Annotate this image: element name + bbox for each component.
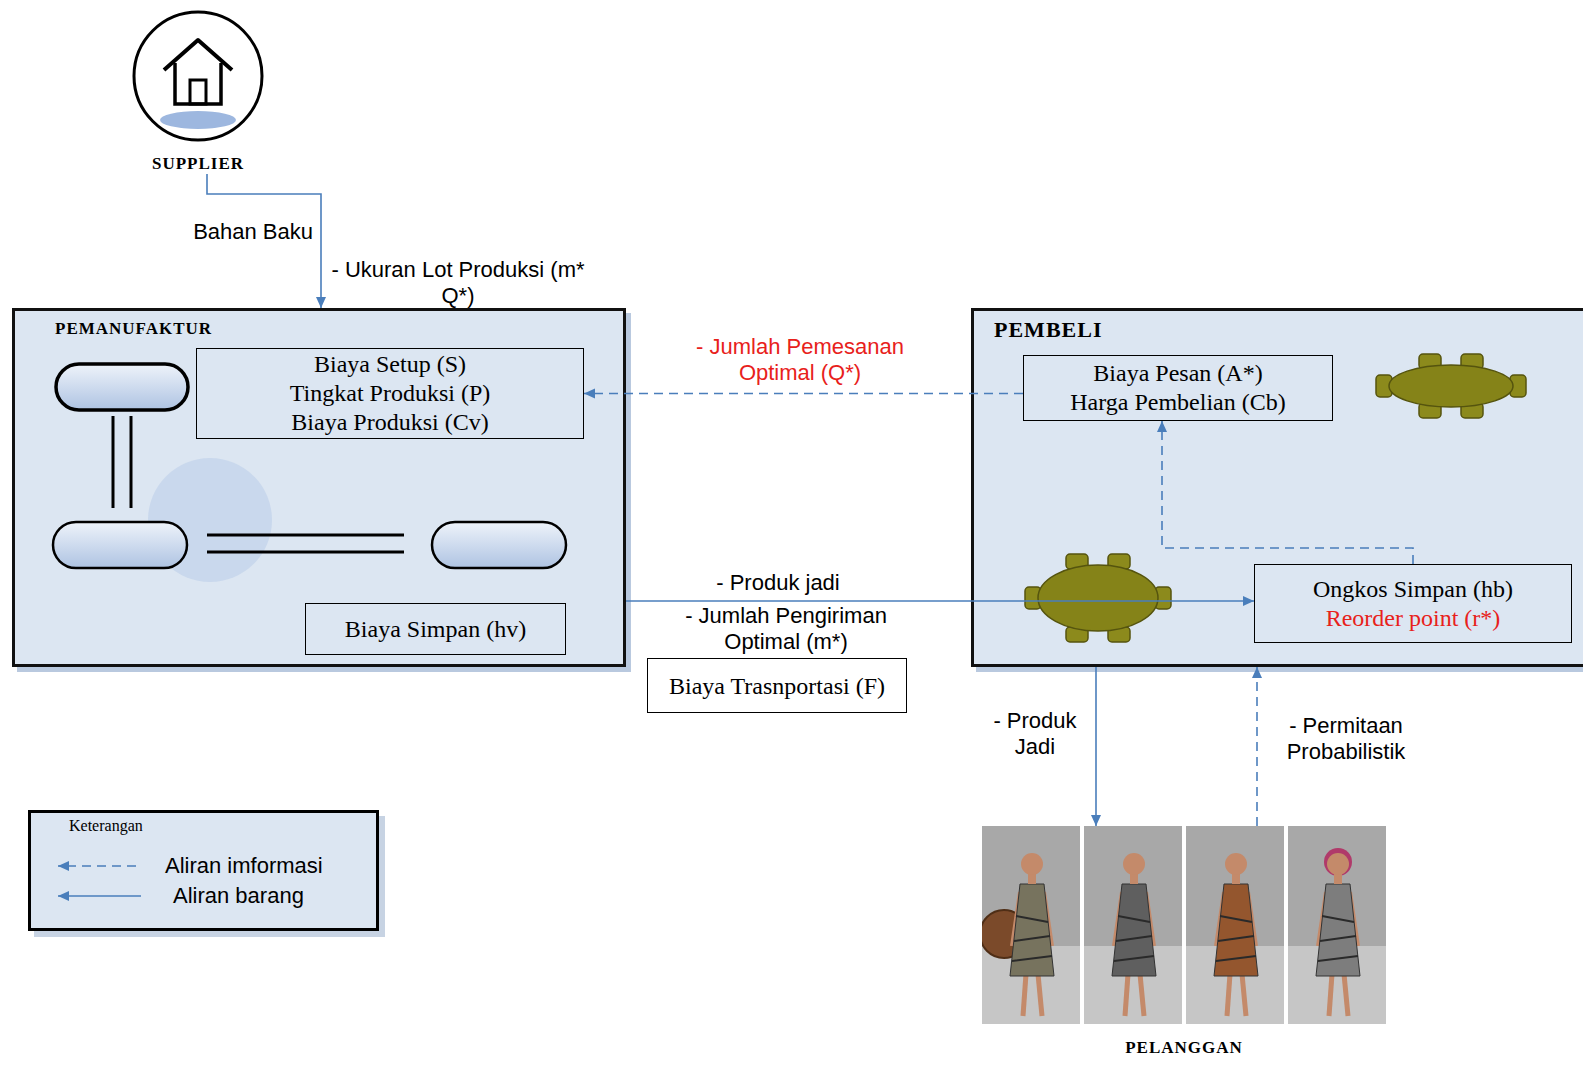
node-heading: SUPPLIER xyxy=(152,154,244,174)
buyer-box: PEMBELI Biaya Pesan (A*)Harga Pembelian (… xyxy=(971,308,1583,667)
node-heading: PEMANUFAKTUR xyxy=(55,319,623,339)
manufacturer-box: PEMANUFAKTUR Biaya Setup (S)Tingkat Produ… xyxy=(12,308,626,667)
table-icon xyxy=(1025,554,1171,642)
shadow xyxy=(160,111,236,129)
box-text: Reorder point (r*) xyxy=(1326,604,1501,633)
edge-label: - Produk jadi xyxy=(678,570,878,596)
goods-flow xyxy=(1095,667,1097,826)
house-wall xyxy=(175,63,221,104)
parameter-box: Biaya Simpan (hv) xyxy=(305,603,566,655)
process-pill xyxy=(56,364,188,410)
shipment-label: - Jumlah Pengiriman Optimal (m*) xyxy=(661,603,911,655)
lot-size-label: - Ukuran Lot Produksi (m* Q*) xyxy=(328,257,588,309)
legend-title: Keterangan xyxy=(69,817,143,835)
box-text: Harga Pembelian (Cb) xyxy=(1070,388,1286,417)
supplier-node: SUPPLIER xyxy=(128,8,268,174)
parameter-box: Biaya Setup (S)Tingkat Produksi (P)Biaya… xyxy=(196,348,584,439)
node-illustration xyxy=(982,826,1386,1062)
flow-line xyxy=(207,551,404,554)
legend-text: Aliran imformasi xyxy=(165,853,323,879)
legend-line xyxy=(58,865,141,867)
customer-photo xyxy=(982,826,1080,1024)
parameter-box: Biaya Pesan (A*)Harga Pembelian (Cb) xyxy=(1023,355,1333,421)
parameter-box: Ongkos Simpan (hb)Reorder point (r*) xyxy=(1254,564,1572,643)
legend-sample xyxy=(31,853,141,879)
information-flow xyxy=(1256,667,1258,826)
flow-line xyxy=(130,416,133,508)
legend-row: Aliran barang xyxy=(31,883,376,909)
customer-photo xyxy=(1288,826,1386,1024)
edge-label: - Jumlah Pemesanan Optimal (Q*) xyxy=(660,334,940,386)
legend-text: Aliran barang xyxy=(173,883,304,909)
customer-photo xyxy=(1186,826,1284,1024)
legend-sample xyxy=(31,883,141,909)
box-text: Biaya Pesan (A*) xyxy=(1093,359,1262,388)
house-door xyxy=(190,80,206,104)
legend-row: Aliran imformasi xyxy=(31,853,376,879)
edge-label: - Produk Jadi xyxy=(985,708,1085,760)
information-flow xyxy=(1162,421,1413,564)
customer-node: PELANGGAN xyxy=(982,826,1386,1062)
customer-photo xyxy=(1084,826,1182,1024)
node-heading: PELANGGAN xyxy=(1125,1038,1243,1058)
cost-box: Biaya Trasnportasi (F) xyxy=(647,658,907,713)
flow-line xyxy=(207,534,404,537)
box-text: Biaya Simpan (hv) xyxy=(345,615,526,644)
box-text: Biaya Setup (S) xyxy=(314,350,466,379)
edge-label: Bahan Baku xyxy=(150,219,313,245)
process-pill xyxy=(432,522,566,568)
supplier-circle xyxy=(134,12,262,140)
legend-box: KeteranganAliran imformasiAliran barang xyxy=(28,810,379,931)
edge-label: - Permitaan Probabilistik xyxy=(1270,713,1422,765)
box-text: Ongkos Simpan (hb) xyxy=(1313,575,1513,604)
box-text: Biaya Trasnportasi (F) xyxy=(669,673,885,699)
table-icon xyxy=(1376,354,1526,418)
legend-line xyxy=(58,895,141,897)
flow-line xyxy=(112,416,115,508)
node-heading: PEMBELI xyxy=(994,317,1583,343)
goods-flow xyxy=(626,600,1254,602)
information-flow xyxy=(584,393,1023,395)
box-text: Biaya Produksi (Cv) xyxy=(291,408,488,437)
box-text: Tingkat Produksi (P) xyxy=(290,379,490,408)
node-illustration xyxy=(128,8,268,174)
process-pill xyxy=(53,522,187,568)
